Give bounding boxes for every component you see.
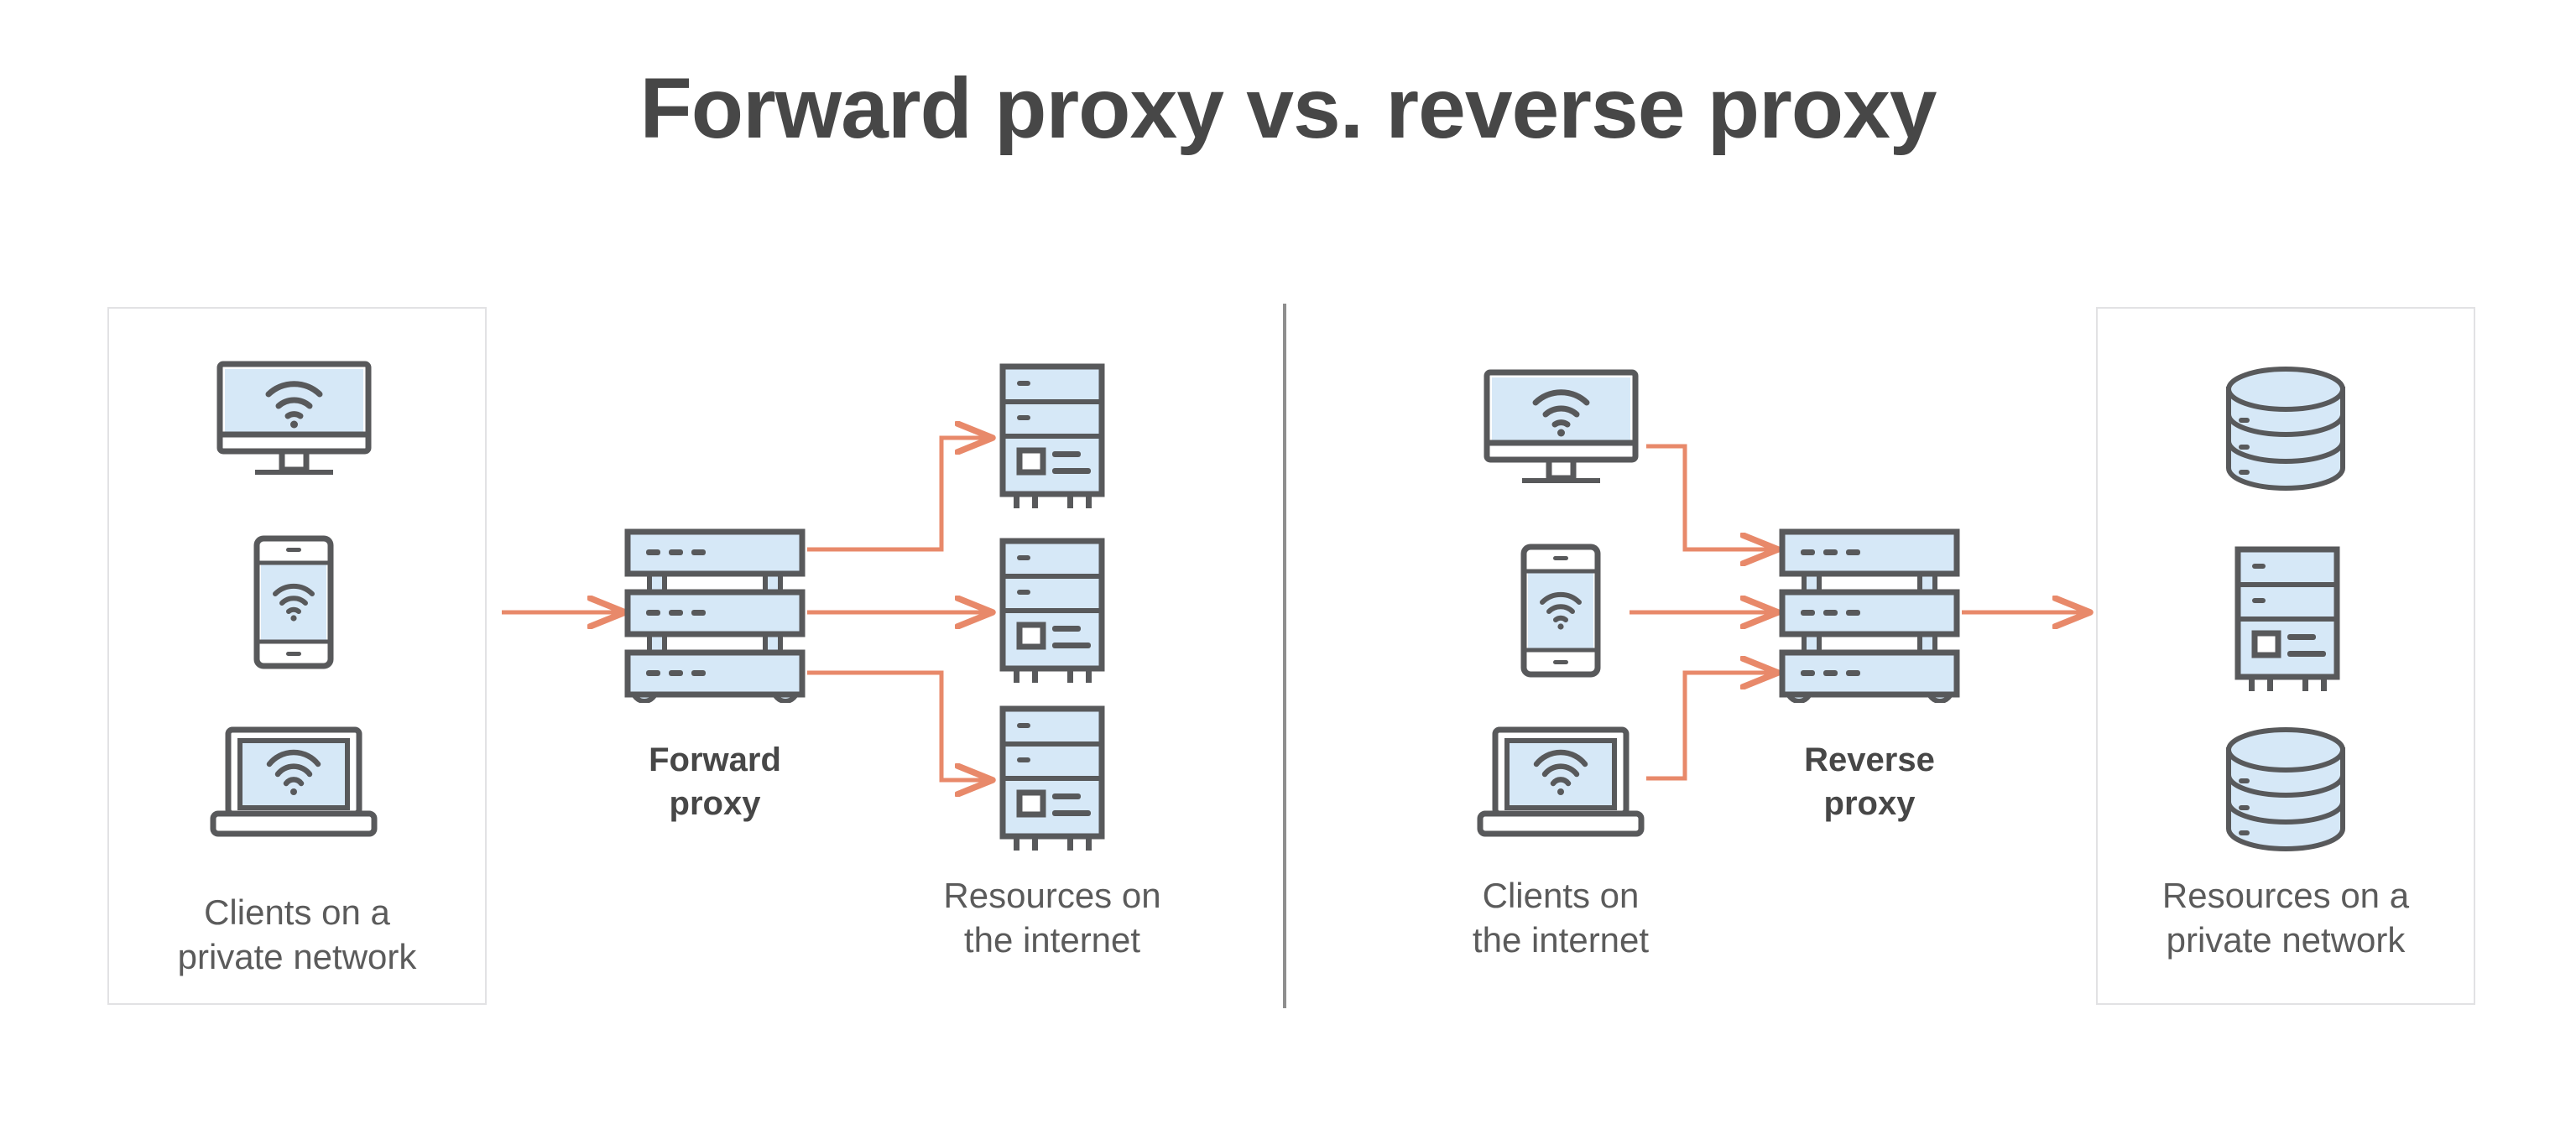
forward-proxy-icon-wrap — [623, 527, 807, 707]
section-divider — [1283, 304, 1286, 1008]
smartphone-wifi-icon — [253, 535, 334, 669]
smartphone-wifi-icon — [1520, 544, 1601, 678]
desktop-monitor-wifi-icon — [1484, 369, 1639, 483]
right-client-laptop — [1477, 726, 1645, 841]
right-resource-database-2 — [2224, 726, 2348, 856]
arrow-client-monitor-to-reverse-proxy — [1646, 444, 1776, 549]
left-client-monitor — [216, 361, 372, 482]
left-resource-server-3 — [999, 705, 1106, 858]
server-rack-icon — [624, 528, 806, 704]
laptop-wifi-icon — [1477, 726, 1645, 837]
database-cylinder-icon — [2226, 727, 2345, 851]
reverse-proxy-label: Reverse proxy — [1804, 741, 1935, 822]
forward-proxy-label: Forward proxy — [649, 741, 781, 822]
left-resource-server-1 — [999, 362, 1106, 516]
server-rack-icon — [1779, 528, 1960, 704]
left-resources-caption: Resources on the internet — [943, 876, 1161, 960]
right-client-phone — [1520, 544, 1601, 682]
left-clients-caption: Clients on a private network — [177, 892, 417, 976]
left-resource-server-2 — [999, 537, 1106, 690]
reverse-proxy-icon-wrap — [1777, 527, 1962, 707]
right-resource-server — [2234, 545, 2341, 699]
right-client-monitor — [1484, 369, 1639, 491]
server-cabinet-icon — [999, 705, 1105, 851]
server-cabinet-icon — [2234, 546, 2340, 691]
desktop-monitor-wifi-icon — [216, 361, 372, 475]
left-client-laptop — [210, 726, 378, 841]
right-resources-caption: Resources on a private network — [2161, 876, 2410, 960]
arrow-forward-proxy-to-server-1 — [807, 438, 990, 552]
laptop-wifi-icon — [210, 726, 378, 837]
right-resource-database-1 — [2224, 366, 2348, 496]
left-client-phone — [253, 535, 334, 674]
database-cylinder-icon — [2226, 367, 2345, 491]
page-title: Forward proxy vs. reverse proxy — [639, 60, 1937, 156]
right-clients-caption: Clients on the internet — [1472, 876, 1650, 960]
server-cabinet-icon — [999, 363, 1105, 508]
server-cabinet-icon — [999, 538, 1105, 683]
